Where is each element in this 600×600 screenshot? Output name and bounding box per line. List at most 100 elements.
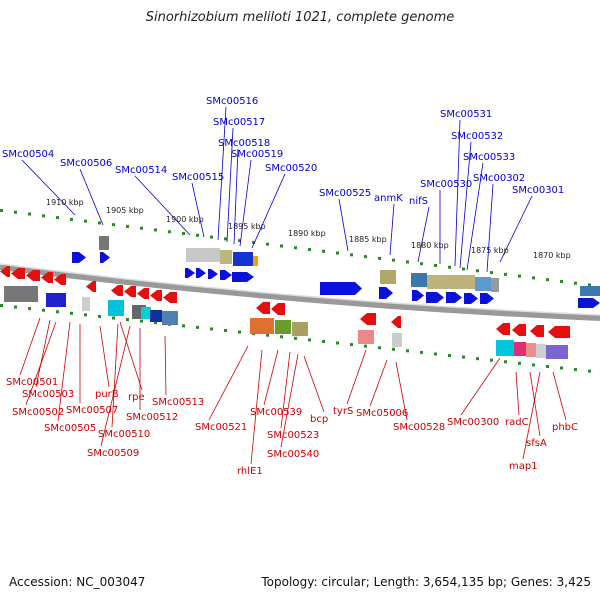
label-leader-lines [19, 106, 567, 465]
reverse-scale-dot [294, 336, 297, 340]
reverse-scale-dot [532, 363, 535, 367]
reverse-leader [303, 355, 325, 413]
reverse-scale-dot [560, 366, 563, 370]
reverse-gene-label[interactable]: SMc00540 [267, 449, 319, 460]
forward-gene-label[interactable]: SMc00302 [473, 173, 525, 184]
forward-gene-label[interactable]: SMc00517 [213, 117, 265, 128]
reverse-gene-label[interactable]: phbC [552, 422, 578, 433]
forward-gene-arrow[interactable] [320, 282, 362, 295]
reverse-gene-label[interactable]: map1 [509, 461, 538, 472]
reverse-gene-label[interactable]: SMc00539 [250, 407, 302, 418]
reverse-gene-label[interactable]: SMc00510 [98, 429, 150, 440]
reverse-gene-label[interactable]: SMc00512 [126, 412, 178, 423]
reverse-gene-arrow[interactable] [137, 288, 149, 299]
reverse-gene-label[interactable]: SMc00505 [44, 423, 96, 434]
forward-gene-label[interactable]: SMc00514 [115, 165, 167, 176]
reverse-gene-label[interactable]: radC [505, 417, 529, 428]
reverse-gene-label[interactable]: SMc05006 [356, 408, 408, 419]
forward-gene-arrow[interactable] [578, 298, 600, 308]
reverse-gene-arrow[interactable] [512, 324, 526, 336]
reverse-gene-label[interactable]: sfsA [526, 438, 547, 449]
forward-gene-arrow[interactable] [72, 252, 86, 263]
reverse-scale-dot [154, 321, 157, 325]
forward-gene-label[interactable]: SMc00519 [231, 149, 283, 160]
forward-scale-dot [308, 248, 311, 252]
reverse-gene-label[interactable]: bcp [310, 414, 328, 425]
forward-gene-label[interactable]: SMc00518 [218, 138, 270, 149]
reverse-gene-label[interactable]: SMc00507 [66, 405, 118, 416]
forward-gene-arrow[interactable] [446, 292, 462, 303]
forward-gene-label[interactable]: SMc00516 [206, 96, 258, 107]
forward-leader [417, 206, 430, 263]
reverse-gene-label[interactable]: SMc00513 [152, 397, 204, 408]
reverse-gene-label[interactable]: SMc00501 [6, 377, 58, 388]
reverse-gene-label[interactable]: SMc00523 [267, 430, 319, 441]
reverse-gene-label[interactable]: SMc00528 [393, 422, 445, 433]
scale-label: 1890 kbp [288, 229, 326, 238]
reverse-gene-arrow[interactable] [26, 270, 40, 281]
forward-gene-arrow[interactable] [185, 268, 195, 278]
reverse-gene-arrow[interactable] [11, 268, 25, 279]
forward-gene-label[interactable]: nifS [409, 196, 428, 207]
reverse-gene-label[interactable]: SMc00502 [12, 407, 64, 418]
forward-gene-arrow[interactable] [196, 268, 206, 278]
forward-gene-arrow[interactable] [232, 272, 254, 282]
reverse-gene-arrow[interactable] [391, 316, 401, 328]
forward-gene-label[interactable]: SMc00301 [512, 185, 564, 196]
forward-gene-arrow[interactable] [208, 269, 218, 279]
forward-gene-arrow[interactable] [426, 292, 444, 303]
forward-gene-label[interactable]: SMc00525 [319, 188, 371, 199]
reverse-gene-arrow[interactable] [360, 313, 376, 325]
forward-scale-dot [280, 244, 283, 248]
reverse-gene-arrow[interactable] [41, 272, 53, 283]
reverse-gene-arrow[interactable] [86, 281, 96, 292]
reverse-gene-label[interactable]: SMc00503 [22, 389, 74, 400]
reverse-gene-label[interactable]: purB [95, 389, 119, 400]
forward-scale-dot [420, 262, 423, 266]
forward-gene-label[interactable]: SMc00520 [265, 163, 317, 174]
reverse-gene-label[interactable]: rpe [128, 392, 145, 403]
domain-block [162, 311, 178, 325]
forward-gene-label[interactable]: SMc00531 [440, 109, 492, 120]
reverse-leader [395, 361, 408, 421]
forward-gene-arrow[interactable] [100, 252, 110, 263]
reverse-gene-label[interactable]: SMc00521 [195, 422, 247, 433]
forward-gene-label[interactable]: SMc00504 [2, 149, 54, 160]
reverse-gene-label[interactable]: SMc00509 [87, 448, 139, 459]
forward-scale-dot [588, 283, 591, 287]
reverse-leader [280, 351, 291, 429]
reverse-gene-arrow[interactable] [54, 274, 66, 285]
forward-gene-arrow[interactable] [412, 290, 424, 301]
reverse-gene-arrow[interactable] [530, 325, 544, 337]
reverse-gene-arrow[interactable] [271, 303, 285, 315]
forward-gene-arrow[interactable] [379, 287, 393, 299]
domain-block [491, 278, 499, 292]
reverse-gene-arrow[interactable] [150, 290, 162, 301]
reverse-scale-dot [504, 360, 507, 364]
forward-scale-dot [252, 240, 255, 244]
forward-gene-label[interactable]: anmK [374, 193, 403, 204]
reverse-gene-arrow[interactable] [496, 323, 510, 335]
reverse-gene-arrow[interactable] [124, 286, 136, 297]
forward-gene-label[interactable]: SMc00515 [172, 172, 224, 183]
reverse-gene-label[interactable]: SMc00300 [447, 417, 499, 428]
forward-gene-arrow[interactable] [220, 270, 232, 280]
reverse-gene-arrow[interactable] [256, 302, 270, 314]
forward-scale-dot [70, 217, 73, 221]
reverse-gene-arrow[interactable] [0, 266, 10, 277]
forward-gene-label[interactable]: SMc00532 [451, 131, 503, 142]
forward-gene-arrow[interactable] [464, 293, 478, 304]
forward-gene-label[interactable]: SMc00533 [463, 152, 515, 163]
forward-gene-arrow[interactable] [480, 293, 494, 304]
domain-block [108, 300, 124, 316]
reverse-gene-arrow[interactable] [548, 326, 570, 338]
reverse-scale-dot [56, 310, 59, 314]
reverse-gene-arrow[interactable] [163, 292, 177, 303]
forward-gene-label[interactable]: SMc00506 [60, 158, 112, 169]
reverse-scale-dot [196, 325, 199, 329]
reverse-gene-label[interactable]: tyrS [333, 406, 353, 417]
reverse-scale-dot [574, 368, 577, 372]
reverse-gene-label[interactable]: rhlE1 [237, 466, 263, 477]
reverse-gene-arrow[interactable] [111, 285, 123, 296]
forward-gene-label[interactable]: SMc00530 [420, 179, 472, 190]
